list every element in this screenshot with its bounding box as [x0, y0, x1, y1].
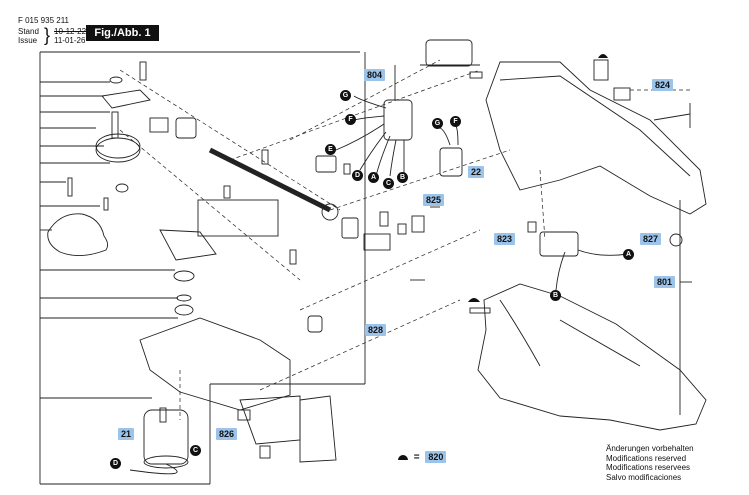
- callout-820: 820: [425, 451, 447, 463]
- callout-828: 828: [365, 324, 387, 336]
- callout-22: 22: [468, 166, 485, 178]
- grease-legend: = 820: [398, 451, 447, 463]
- brace: }: [44, 25, 51, 45]
- connector-d: D: [110, 458, 121, 469]
- callout-801: 801: [654, 276, 676, 288]
- footer-line-fr: Modifications reservees: [606, 463, 691, 472]
- connector-c: C: [190, 445, 201, 456]
- part-number: F 015 935 211: [18, 16, 70, 25]
- footer-line-en: Modifications reserved: [606, 453, 687, 463]
- connector-e: E: [325, 144, 336, 155]
- footer-line-es: Salvo modificaciones: [606, 472, 682, 482]
- legend-equals: =: [413, 452, 420, 463]
- connector-g: G: [340, 90, 351, 101]
- new-date: 11-01-26: [54, 36, 86, 45]
- callout-827: 827: [640, 233, 662, 245]
- modifications-note: Änderungen vorbehalten Modifications res…: [606, 444, 694, 482]
- figure-label: Fig./Abb. 1: [86, 25, 159, 41]
- callout-826: 826: [216, 428, 238, 440]
- connector-f: F: [345, 114, 356, 125]
- callout-825: 825: [423, 194, 445, 206]
- connector-a: A: [623, 249, 634, 260]
- callout-21: 21: [118, 428, 135, 440]
- connector-f: F: [450, 116, 461, 127]
- old-date: 10-12-22: [54, 27, 87, 36]
- issue-label: Issue: [18, 36, 38, 45]
- connector-b: B: [397, 172, 408, 183]
- connector-c: C: [383, 178, 394, 189]
- callout-823: 823: [494, 233, 516, 245]
- stand-label: Stand: [18, 27, 39, 36]
- connector-a: A: [368, 172, 379, 183]
- callout-824: 824: [652, 79, 674, 91]
- connector-b: B: [550, 290, 561, 301]
- connector-d: D: [352, 170, 363, 181]
- callout-804: 804: [364, 69, 386, 81]
- connector-g: G: [432, 118, 443, 129]
- footer-line-de: Änderungen vorbehalten: [606, 444, 694, 453]
- grease-dome-icon: [398, 454, 408, 460]
